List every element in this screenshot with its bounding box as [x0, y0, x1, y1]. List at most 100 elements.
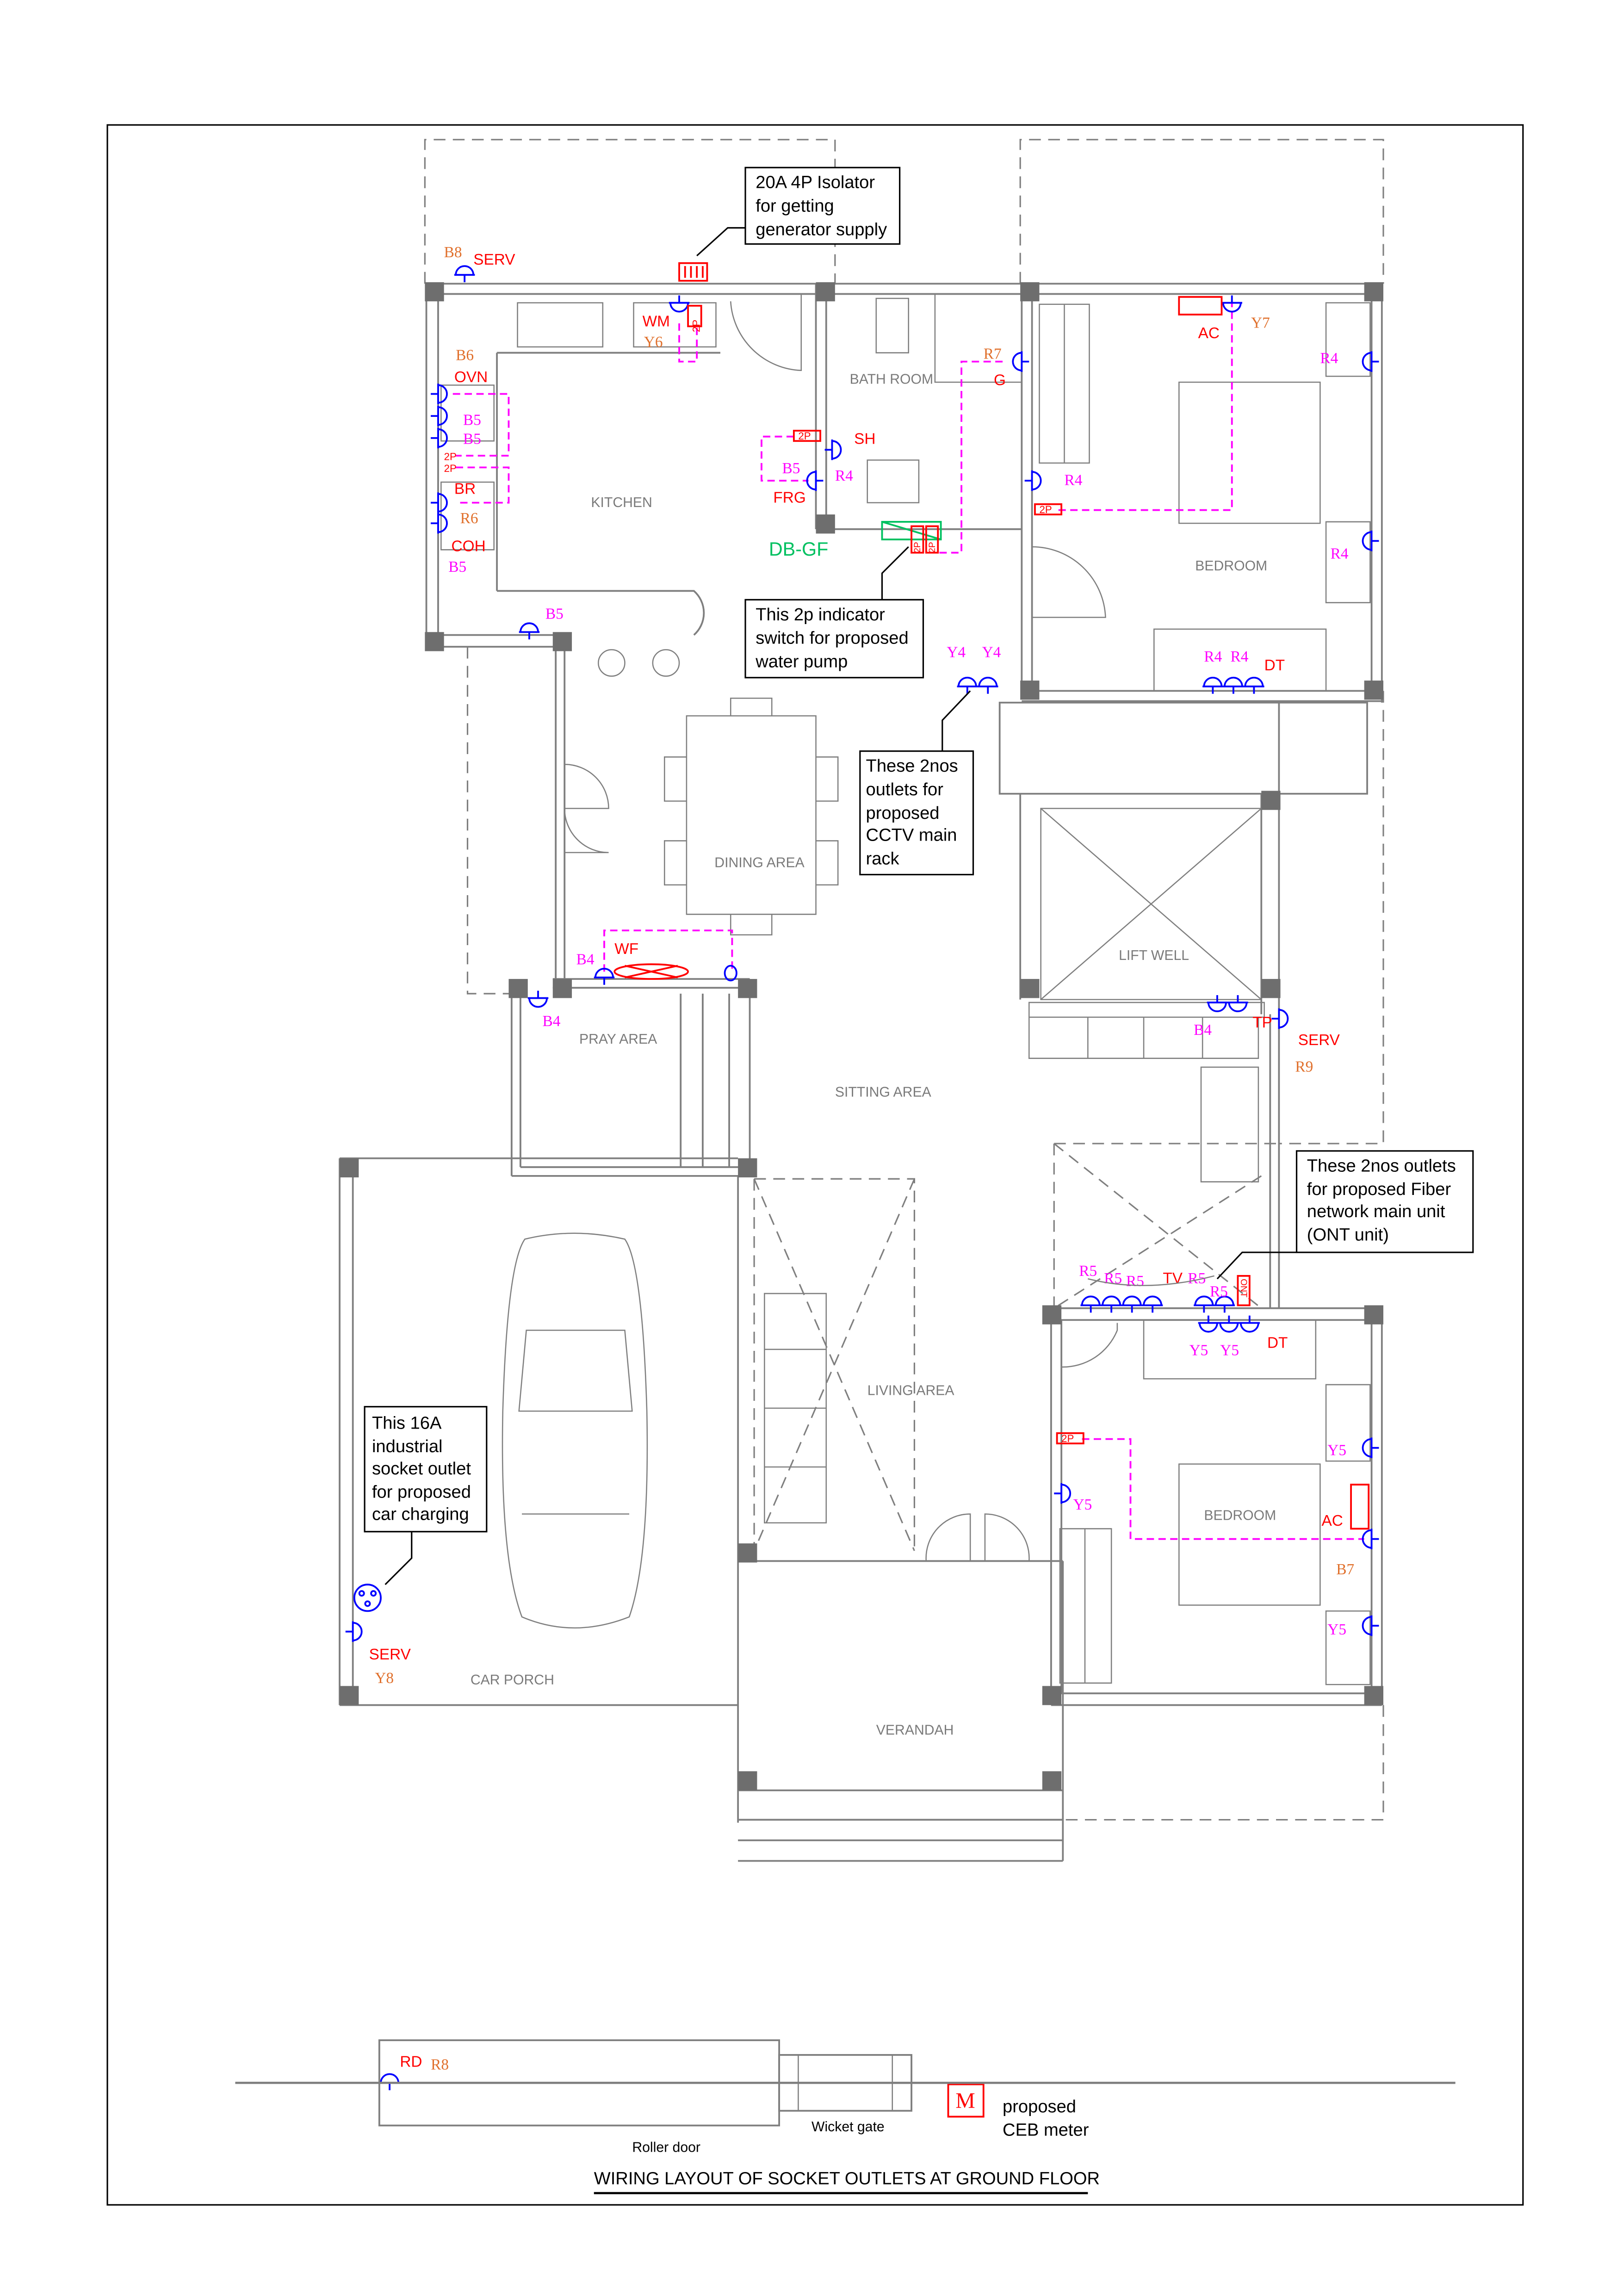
socket-outlet-icon	[344, 1620, 363, 1643]
socket-outlet-icon	[1012, 350, 1030, 373]
outlet-label: (ONT unit)	[1307, 1225, 1389, 1245]
socket-outlet-icon	[1362, 350, 1380, 373]
outlet-label: DT	[1267, 1335, 1288, 1352]
socket-outlet-icon	[1121, 1295, 1143, 1314]
columns	[340, 282, 1383, 1790]
socket-outlet-icon	[1053, 1482, 1072, 1505]
outlet-label: WF	[614, 941, 638, 958]
outlet-label: R7	[984, 345, 1002, 362]
outlet-label: Y7	[1251, 315, 1270, 332]
outlet-label: 2P	[1039, 504, 1052, 515]
room-kitchen: KITCHEN	[591, 495, 652, 510]
outlet-label: 2P	[444, 451, 457, 463]
outlet-label: rack	[866, 848, 900, 868]
wiring-runs	[452, 303, 1364, 1540]
outlet-label: 20A 4P Isolator	[756, 173, 875, 192]
outlet-label: R4	[1331, 545, 1349, 562]
socket-outlet-icon	[1362, 1614, 1380, 1637]
outlet-label: R6	[460, 510, 478, 527]
outlet-label: 2P	[1061, 1433, 1074, 1444]
outlet-label: R5	[1126, 1273, 1144, 1290]
outlet-label: switch for proposed	[756, 628, 908, 648]
outlet-label: car charging	[372, 1504, 469, 1524]
socket-outlet-icon	[430, 405, 448, 427]
outlet-label: for proposed Fiber	[1307, 1179, 1451, 1199]
outlet-label: AC	[1322, 1512, 1343, 1529]
db-gf-label: DB-GF	[769, 538, 828, 560]
roof-outline-dashed	[424, 139, 1384, 1821]
outlet-label: 2P	[928, 542, 937, 552]
outlet-label: proposed	[1003, 2097, 1076, 2117]
socket-outlet-icon	[1197, 1314, 1220, 1333]
outlet-label: Y5	[1327, 1621, 1346, 1638]
outlet-label: G	[994, 371, 1006, 389]
room-sitting: SITTING AREA	[835, 1084, 932, 1100]
socket-outlet-icon	[1227, 994, 1249, 1012]
outlet-label: R4	[1204, 648, 1222, 665]
socket-outlet-icon	[1218, 1314, 1240, 1333]
outlet-label: R4	[1065, 472, 1083, 489]
outlet-label: 2P	[444, 463, 457, 474]
socket-outlet-icon	[430, 491, 448, 514]
socket-outlets	[344, 265, 1380, 2092]
outlet-label: BR	[454, 481, 476, 498]
socket-outlet-icon	[824, 439, 842, 461]
outlet-label: B4	[1194, 1021, 1212, 1039]
socket-outlet-icon	[1362, 530, 1380, 552]
outlet-label: 2P	[913, 542, 923, 552]
room-dining: DINING AREA	[714, 855, 805, 871]
outlet-label: Y5	[1189, 1342, 1208, 1359]
outlet-label: SERV	[1298, 1032, 1340, 1049]
outlet-label: R4	[835, 467, 853, 484]
socket-outlet-icon	[806, 469, 824, 492]
outlet-label: RD	[400, 2053, 422, 2070]
outlet-label: Y6	[644, 334, 663, 351]
outlet-label: industrial	[372, 1436, 443, 1456]
outlet-label: WM	[643, 313, 670, 330]
outlet-label: TP	[1252, 1014, 1272, 1031]
room-bath: BATH ROOM	[850, 371, 933, 387]
outlet-label: R9	[1295, 1058, 1313, 1075]
outlet-label: ONT	[1239, 1279, 1248, 1298]
outlet-label: B7	[1336, 1561, 1354, 1578]
outlet-label: This 2p indicator	[756, 605, 885, 625]
socket-outlet-icon	[1362, 1528, 1380, 1550]
socket-outlet-icon	[430, 512, 448, 535]
outlet-label: These 2nos	[866, 756, 958, 776]
room-bedroom-2: BEDROOM	[1204, 1508, 1276, 1523]
socket-outlet-icon	[956, 676, 979, 695]
socket-outlet-icon	[1206, 994, 1229, 1012]
room-pray: PRAY AREA	[579, 1032, 657, 1047]
boundary-gate: RD R8 M proposed CEB meter Roller door W…	[235, 2039, 1456, 2155]
outlet-label: COH	[452, 538, 486, 555]
socket-outlet-icon	[1079, 1295, 1102, 1314]
outlet-label: B5	[448, 558, 466, 576]
outlet-label: R5	[1079, 1262, 1097, 1280]
callout-isolator: 20A 4P Isolator for getting generator su…	[696, 167, 901, 257]
outlet-label: 2P	[798, 430, 811, 442]
outlet-label: socket outlet	[372, 1459, 471, 1479]
outlet-label: B5	[463, 411, 481, 428]
outlet-label: R4	[1320, 350, 1338, 367]
socket-outlet-icon	[1100, 1295, 1123, 1314]
outlet-label: SERV	[473, 251, 515, 268]
outlet-label: Wicket gate	[812, 2119, 885, 2135]
room-labels: KITCHEN BATH ROOM BEDROOM DINING AREA LI…	[471, 371, 1276, 1738]
outlet-label: B5	[545, 606, 564, 623]
outlet-label: Y4	[982, 644, 1001, 661]
outlet-label: M	[955, 2089, 975, 2113]
drawing-title: WIRING LAYOUT OF SOCKET OUTLETS AT GROUN…	[594, 2169, 1100, 2189]
outlet-label: Y5	[1220, 1342, 1239, 1359]
outlet-label: Y4	[947, 644, 966, 661]
devices	[353, 262, 1370, 2118]
sheet-border	[106, 124, 1524, 2206]
outlet-label: R4	[1231, 648, 1249, 665]
outlet-label: B4	[543, 1013, 561, 1030]
outlet-label: DT	[1264, 657, 1285, 674]
room-living: LIVING AREA	[867, 1383, 955, 1398]
socket-outlet-icon	[977, 676, 999, 695]
callout-water-pump: This 2p indicator switch for proposed wa…	[744, 546, 924, 679]
outlet-labels: B8 SERV WM Y6 B6 OVN B5 B5 2P 2P BR R6 C…	[369, 244, 1355, 1687]
room-lift-well: LIFT WELL	[1119, 948, 1189, 963]
ac-unit-icon	[1178, 296, 1223, 316]
